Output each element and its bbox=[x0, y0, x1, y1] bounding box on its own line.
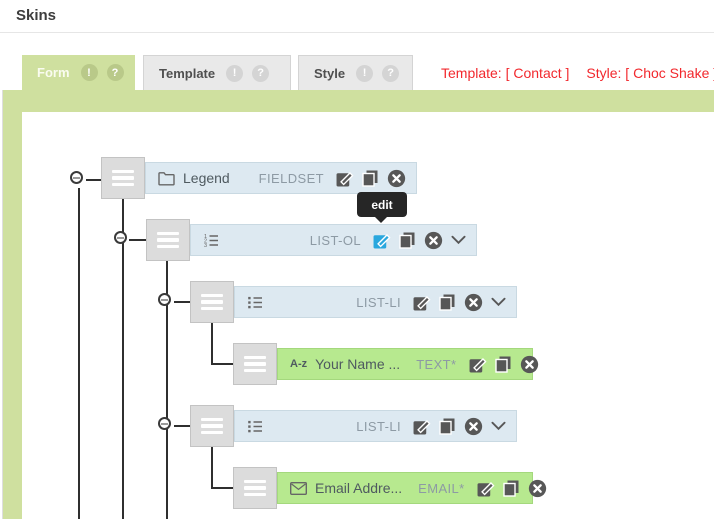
drag-handle-icon[interactable] bbox=[190, 281, 234, 323]
edit-icon[interactable] bbox=[373, 231, 391, 249]
collapse-toggle-list-li-2[interactable] bbox=[158, 417, 171, 430]
delete-icon[interactable] bbox=[528, 479, 547, 498]
tree-line bbox=[166, 260, 168, 519]
field-type-label: LIST-OL bbox=[309, 232, 361, 248]
delete-icon[interactable] bbox=[464, 417, 483, 436]
top-bar: Skins bbox=[0, 0, 714, 33]
tree-line bbox=[78, 188, 80, 519]
tree-line bbox=[211, 487, 233, 489]
copy-icon[interactable] bbox=[494, 356, 512, 373]
collapse-toggle-list-li-1[interactable] bbox=[158, 293, 171, 306]
tab-template-label: Template bbox=[159, 65, 216, 81]
copy-icon[interactable] bbox=[439, 294, 456, 311]
delete-icon[interactable] bbox=[520, 355, 539, 374]
edit-icon[interactable] bbox=[469, 355, 487, 373]
chevron-down-icon[interactable] bbox=[491, 297, 506, 307]
tree-row-fieldset: Legend FIELDSET bbox=[101, 157, 417, 199]
field-type-label: LIST-LI bbox=[356, 294, 401, 310]
help-badge[interactable]: ? bbox=[382, 64, 400, 82]
delete-icon[interactable] bbox=[424, 231, 443, 250]
selection-status: Template: [ Contact ] Style: [ Choc Shak… bbox=[441, 58, 714, 88]
edit-icon[interactable] bbox=[413, 417, 431, 435]
copy-icon[interactable] bbox=[399, 232, 416, 249]
collapse-toggle-list-ol[interactable] bbox=[114, 231, 127, 244]
copy-icon[interactable] bbox=[439, 418, 456, 435]
drag-handle-icon[interactable] bbox=[146, 219, 190, 261]
tree-line bbox=[174, 301, 190, 303]
tree-line bbox=[129, 239, 146, 241]
minus-icon bbox=[161, 298, 168, 301]
delete-icon[interactable] bbox=[387, 169, 406, 188]
unordered-list-icon bbox=[247, 294, 264, 311]
tree-line bbox=[211, 363, 233, 365]
drag-handle-icon[interactable] bbox=[101, 157, 145, 199]
tab-style-label: Style bbox=[314, 65, 346, 81]
minus-icon bbox=[117, 236, 124, 239]
tree-row-email-field: Email Addre... EMAIL* bbox=[233, 467, 546, 509]
drag-handle-icon[interactable] bbox=[190, 405, 234, 447]
drag-handle-icon[interactable] bbox=[233, 343, 277, 385]
a-z-icon: A-z bbox=[290, 358, 308, 370]
unordered-list-icon bbox=[247, 418, 264, 435]
style-selection: Style: [ Choc Shake ] bbox=[586, 65, 714, 81]
edit-icon[interactable] bbox=[477, 479, 495, 497]
tree-line bbox=[211, 446, 213, 489]
left-border bbox=[2, 90, 3, 519]
page-title: Skins bbox=[16, 7, 57, 24]
svg-text:3: 3 bbox=[204, 243, 207, 249]
envelope-icon bbox=[290, 481, 307, 495]
collapse-toggle-fieldset[interactable] bbox=[70, 171, 83, 184]
alert-badge[interactable]: ! bbox=[226, 64, 244, 82]
field-type-label: EMAIL* bbox=[418, 480, 465, 496]
tree-row-list-li-1: LIST-LI bbox=[190, 281, 517, 323]
tree-row-list-li-2: LIST-LI bbox=[190, 405, 517, 447]
alert-badge[interactable]: ! bbox=[80, 64, 98, 81]
field-type-label: FIELDSET bbox=[258, 170, 324, 186]
help-badge[interactable]: ? bbox=[252, 64, 270, 82]
tab-form[interactable]: Form ! ? bbox=[22, 55, 135, 90]
tree-line bbox=[211, 322, 213, 365]
minus-icon bbox=[73, 176, 80, 179]
edit-tooltip: edit bbox=[357, 192, 407, 223]
tree-line bbox=[86, 179, 102, 181]
tree-line bbox=[122, 199, 124, 519]
drag-handle-icon[interactable] bbox=[233, 467, 277, 509]
folder-icon bbox=[158, 171, 175, 186]
field-type-label: LIST-LI bbox=[356, 418, 401, 434]
copy-icon[interactable] bbox=[502, 480, 520, 497]
edit-icon[interactable] bbox=[413, 293, 431, 311]
copy-icon[interactable] bbox=[362, 170, 379, 187]
alert-badge[interactable]: ! bbox=[356, 64, 374, 82]
tab-template[interactable]: Template ! ? bbox=[143, 55, 291, 90]
svg-text:1: 1 bbox=[204, 234, 207, 240]
delete-icon[interactable] bbox=[464, 293, 483, 312]
tree-row-text-field: A-z Your Name ... TEXT* bbox=[233, 343, 538, 385]
edit-tooltip-text: edit bbox=[371, 197, 393, 212]
tab-style[interactable]: Style ! ? bbox=[298, 55, 413, 90]
minus-icon bbox=[161, 422, 168, 425]
field-name: Legend bbox=[183, 170, 230, 186]
field-name: Your Name ... bbox=[315, 356, 401, 372]
help-badge[interactable]: ? bbox=[106, 64, 124, 81]
edit-icon[interactable] bbox=[336, 169, 354, 187]
field-name: Email Addre... bbox=[315, 480, 403, 496]
svg-text:2: 2 bbox=[204, 238, 207, 244]
field-type-label: TEXT* bbox=[416, 356, 457, 372]
tab-form-label: Form bbox=[37, 65, 70, 80]
chevron-down-icon[interactable] bbox=[451, 235, 466, 245]
tree-line bbox=[174, 425, 190, 427]
template-selection: Template: [ Contact ] bbox=[441, 65, 570, 81]
chevron-down-icon[interactable] bbox=[491, 421, 506, 431]
